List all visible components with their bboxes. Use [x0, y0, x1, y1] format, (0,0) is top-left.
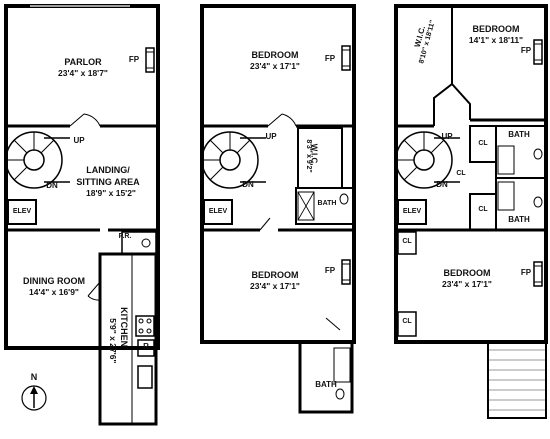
- floor3-elevator-label: ELEV: [402, 208, 422, 215]
- floor2-front-bedroom-dimensions: 23'4" x 17'1": [250, 61, 300, 71]
- dining-room-dimensions: 14'4" x 16'9": [29, 287, 79, 297]
- floor3-stairs-down-label: DN: [436, 180, 448, 189]
- floor3-closet-c-label: CL: [456, 170, 466, 177]
- floor2-stairs-down-label: DN: [242, 180, 254, 189]
- powder-room-label: P.R.: [118, 233, 132, 240]
- floor3-rear-bedroom-dimensions: 23'4" x 17'1": [442, 279, 492, 289]
- floor2-rear-bedroom-dimensions: 23'4" x 17'1": [250, 281, 300, 291]
- floor2-rear-fireplace-label: FP: [324, 266, 336, 275]
- floor3-front-bedroom-dimensions: 14'1" x 18'11": [468, 35, 524, 45]
- floor2-stairs-up-label: UP: [265, 132, 277, 141]
- north-compass: [21, 385, 47, 411]
- floor3-rear-bedroom-label: BEDROOM: [443, 268, 491, 278]
- floor2-front-bedroom-label: BEDROOM: [251, 50, 299, 60]
- floor2-inner-bath-label: BATH: [317, 200, 337, 207]
- refrigerator-label: R: [143, 342, 149, 351]
- floor1-stairs-down-label: DN: [46, 181, 58, 190]
- parlor-label: PARLOR: [64, 57, 102, 67]
- floor3-top-bath-label: BATH: [508, 130, 530, 139]
- floor-2-plan: [200, 4, 356, 414]
- landing-dimensions: 18'9" x 15'2": [86, 188, 136, 198]
- floor3-closet-a-label: CL: [478, 140, 488, 147]
- floor-1-plan: [4, 4, 160, 426]
- kitchen-dimensions: 5'9" x 27'6": [107, 318, 118, 364]
- floor3-bottom-bath-label: BATH: [508, 215, 530, 224]
- floor3-fireplace-label: FP: [520, 46, 532, 55]
- compass-north-label: N: [30, 372, 38, 382]
- floor1-elevator-label: ELEV: [12, 208, 32, 215]
- dining-room-label: DINING ROOM: [23, 276, 85, 286]
- floor2-fireplace-label: FP: [324, 54, 336, 63]
- floor3-closet-d-label: CL: [402, 238, 412, 245]
- floor2-rear-bath-label: BATH: [315, 380, 337, 389]
- floor3-rear-fireplace-label: FP: [520, 268, 532, 277]
- floor2-rear-bedroom-label: BEDROOM: [251, 270, 299, 280]
- floor2-wic-dimensions: 8'3" x 9'2": [305, 139, 313, 173]
- landing-label-line-2: SITTING AREA: [76, 177, 140, 187]
- parlor-fireplace-label: FP: [128, 55, 140, 64]
- landing-label: LANDING/: [86, 165, 130, 175]
- floor3-closet-b-label: CL: [478, 206, 488, 213]
- floor3-stairs-up-label: UP: [441, 132, 453, 141]
- kitchen-label: KITCHEN: [119, 307, 130, 348]
- floor2-elevator-label: ELEV: [208, 208, 228, 215]
- floor-3-plan: [394, 4, 548, 419]
- floor3-front-bedroom-label: BEDROOM: [472, 24, 520, 34]
- parlor-dimensions: 23'4" x 18'7": [58, 68, 108, 78]
- floor1-stairs-up-label: UP: [73, 136, 85, 145]
- floor3-closet-e-label: CL: [402, 318, 412, 325]
